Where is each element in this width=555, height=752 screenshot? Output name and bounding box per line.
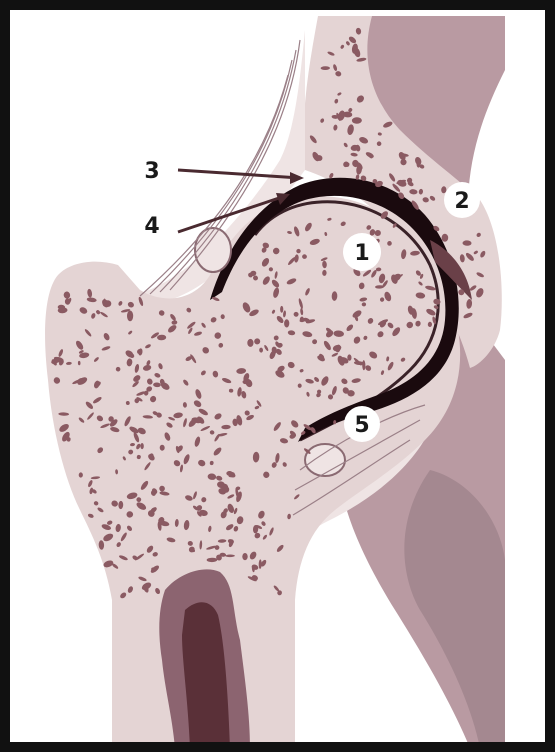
label-4: 4	[136, 209, 168, 241]
label-3: 3	[136, 154, 168, 186]
label-2: 2	[444, 182, 480, 218]
label-1-text: 1	[354, 241, 369, 266]
label-5: 5	[344, 406, 380, 442]
fat-pad-lower	[305, 444, 345, 476]
label-1: 1	[343, 233, 381, 271]
label-5-text: 5	[354, 413, 369, 438]
trabecular-pore	[127, 311, 133, 322]
label-2-text: 2	[454, 189, 469, 214]
trabecular-pore	[280, 306, 283, 313]
trabecular-pore	[242, 553, 247, 560]
label-4-text: 4	[144, 214, 159, 239]
trabecular-pore	[140, 443, 143, 449]
label-3-text: 3	[144, 159, 159, 184]
